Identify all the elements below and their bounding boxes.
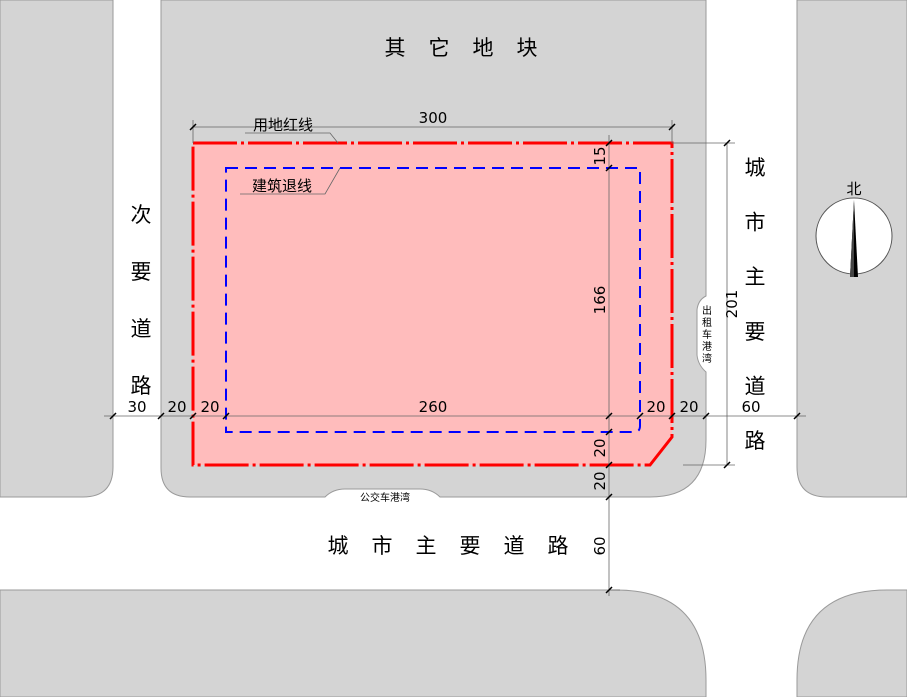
label-taxi-bay: 出租车港湾: [702, 304, 712, 365]
west-block: [0, 0, 114, 498]
southwest-block: [0, 589, 707, 697]
north-arrow-icon: [815, 197, 893, 277]
site-red-line: [191, 141, 674, 467]
dim-setback-bottom: 20: [591, 438, 609, 457]
dim-west-sidewalk: 20: [167, 398, 186, 416]
label-north-block: 其它地块: [385, 36, 538, 60]
dim-west-road: 30: [127, 398, 146, 416]
label-bus-bay: 公交车港湾: [360, 491, 410, 504]
dim-building-depth: 166: [591, 286, 609, 315]
label-red-line: 用地红线: [253, 116, 313, 134]
label-south-road: 城市主要道路: [328, 534, 569, 558]
dimension-lines: [104, 120, 806, 596]
dim-east-road: 60: [741, 398, 760, 416]
southeast-block: [796, 589, 907, 697]
dim-setback-left: 20: [200, 398, 219, 416]
dim-south-road: 60: [591, 536, 609, 555]
dim-site-width: 300: [419, 109, 448, 127]
label-setback-line: 建筑退线: [252, 177, 312, 195]
building-setback-line: [225, 167, 641, 433]
dim-sidewalk-bottom: 20: [591, 471, 609, 490]
label-west-road: 次要道路: [131, 203, 152, 398]
dim-site-depth: 201: [723, 290, 741, 319]
dim-building-width: 260: [419, 398, 448, 416]
dim-setback-top: 15: [591, 146, 609, 165]
dim-east-sidewalk: 20: [679, 398, 698, 416]
label-north: 北: [846, 180, 861, 198]
label-east-road: 城市主要道路: [745, 156, 766, 453]
dim-setback-right: 20: [646, 398, 665, 416]
